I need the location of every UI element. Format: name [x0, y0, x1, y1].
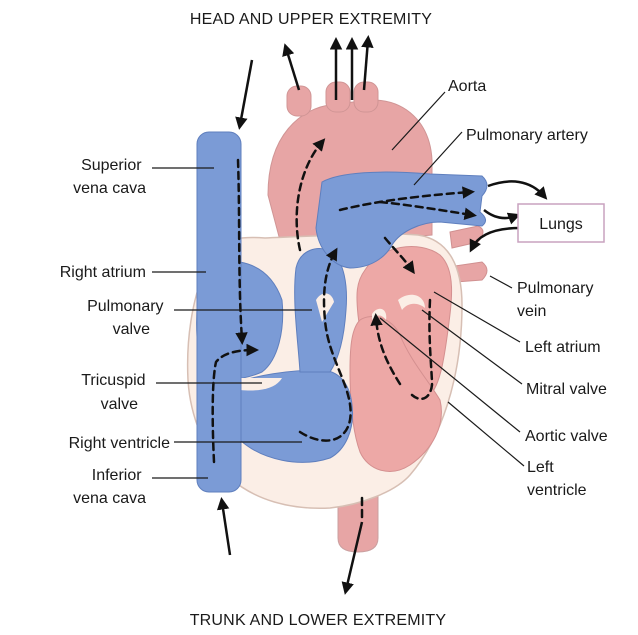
label-pulmonary-vein: Pulmonary vein [517, 280, 598, 320]
aorta-branch-right [354, 82, 378, 112]
arrow-to-lungs-lower [484, 210, 516, 218]
label-right-atrium: Right atrium [60, 264, 146, 281]
leader-pulmonary-vein [490, 276, 512, 288]
vena-cava [197, 132, 241, 492]
lungs-label: Lungs [539, 216, 583, 233]
aorta-branch-left [287, 86, 311, 116]
label-right-ventricle: Right ventricle [69, 435, 170, 452]
label-aortic-valve: Aortic valve [525, 428, 608, 445]
aorta-branch-middle [326, 82, 350, 112]
arrow-aorta-branch-left [286, 48, 299, 90]
label-tricuspid-valve: Tricuspid valve [81, 372, 150, 413]
label-pulmonary-artery: Pulmonary artery [466, 127, 588, 144]
label-superior-vena-cava: Superior vena cava [73, 157, 146, 197]
heading-head-upper-extremity: HEAD AND UPPER EXTREMITY [190, 11, 432, 28]
arrow-into-svc [240, 60, 252, 125]
label-aorta: Aorta [448, 78, 486, 95]
label-left-atrium: Left atrium [525, 339, 601, 356]
label-inferior-vena-cava: Inferior vena cava [73, 467, 146, 507]
label-left-ventricle: Left ventricle [527, 459, 587, 499]
heading-trunk-lower-extremity: TRUNK AND LOWER EXTREMITY [190, 612, 447, 629]
arrow-into-ivc [222, 502, 230, 555]
label-pulmonary-valve: Pulmonary valve [87, 298, 168, 338]
arrow-to-lungs-upper [488, 181, 544, 196]
label-mitral-valve: Mitral valve [526, 381, 607, 398]
leader-left-ventricle [448, 402, 524, 466]
pulmonary-vein-upper [450, 226, 483, 248]
